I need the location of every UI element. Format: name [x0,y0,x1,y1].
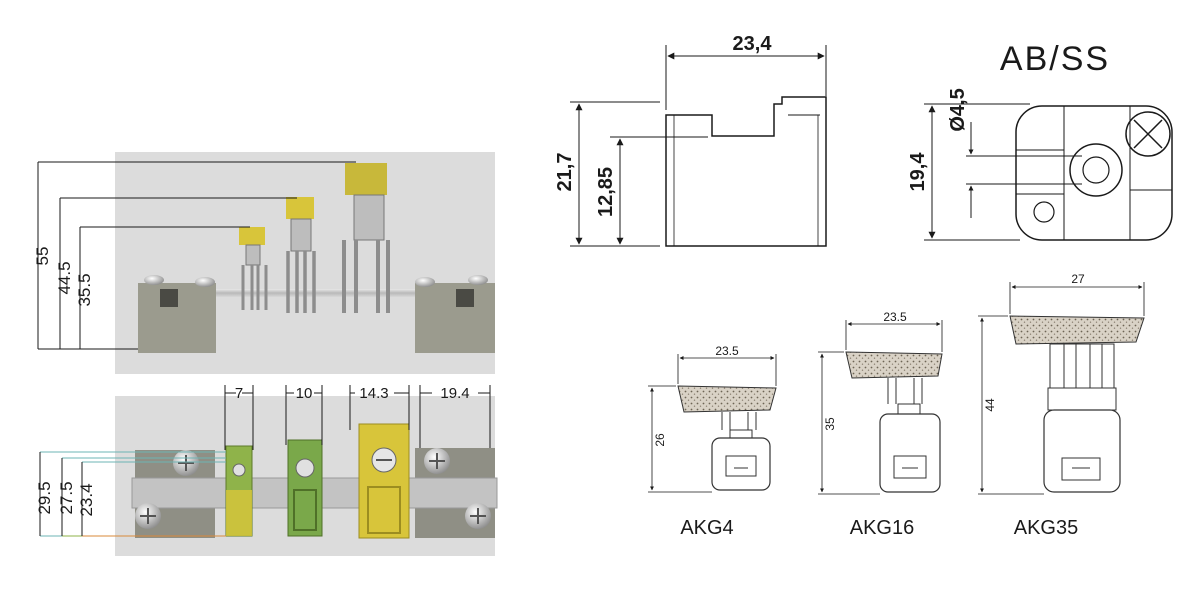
photo-side-view: 55 44.5 35.5 [33,152,495,374]
akg35-label: AKG35 [1014,517,1078,539]
dim-ab-height-total: 21,7 [554,153,576,192]
akg16-drawing: 23.5 35 AKG16 [818,310,943,539]
akg35-drawing: 27 44 AKG35 [978,272,1145,539]
screw-icon [468,275,488,285]
akg16-marker-plate [845,351,943,379]
dim-height-29-5: 29.5 [35,481,54,514]
dim-height-27-5: 27.5 [57,481,76,514]
marker-akg35 [358,423,410,539]
akg16-dim-width: 23.5 [883,310,907,324]
dim-44-5: 44.5 [55,261,74,294]
screw-icon [195,277,215,287]
akg4-clip [711,437,771,491]
akg4-dim-width: 23.5 [715,344,739,358]
marker-large [345,163,387,195]
dim-width-14-3: 14.3 [359,385,388,402]
mount-hole [1033,201,1055,223]
dim-ab-width: 23,4 [733,33,773,55]
akg35-dim-height: 44 [983,398,997,412]
akg16-clip [879,413,941,493]
akg35-clip [1043,409,1121,493]
photo-top-view: 7 10 14.3 19.4 29.5 27.5 23.4 [35,385,498,556]
dim-55: 55 [33,247,52,266]
akg4-marker-plate [677,385,777,413]
dim-height-23-4: 23.4 [77,483,96,516]
dim-ab-side-height: 19,4 [907,152,929,192]
akg35-marker-plate [1009,315,1145,345]
dim-ab-height-inner: 12,85 [595,167,617,217]
akg4-label: AKG4 [680,517,733,539]
akg35-dim-width: 27 [1071,272,1085,286]
front-view-outline [665,96,827,247]
ab-ss-drawing: AB/SS 23,4 21,7 12,85 [554,33,1173,247]
dim-35-5: 35.5 [75,273,94,306]
marker-small [239,227,265,245]
dim-width-19-4: 19.4 [440,385,469,402]
rail-hole [1069,143,1123,197]
akg4-drawing: 23.5 26 AKG4 [648,344,777,539]
dim-width-7: 7 [235,385,243,402]
akg4-dim-height: 26 [653,433,667,447]
screw-icon [144,275,164,285]
end-block-right [415,283,495,353]
akg16-label: AKG16 [850,517,914,539]
akg16-dim-height: 35 [823,417,837,431]
dim-ab-hole-dia: Ø4,5 [947,88,969,131]
side-view-outline [1015,105,1173,241]
screw-icon [415,277,435,287]
marker-medium [286,197,314,219]
dim-width-10: 10 [296,385,313,402]
screw-icon [1125,111,1171,157]
ab-ss-title: AB/SS [1000,40,1110,78]
